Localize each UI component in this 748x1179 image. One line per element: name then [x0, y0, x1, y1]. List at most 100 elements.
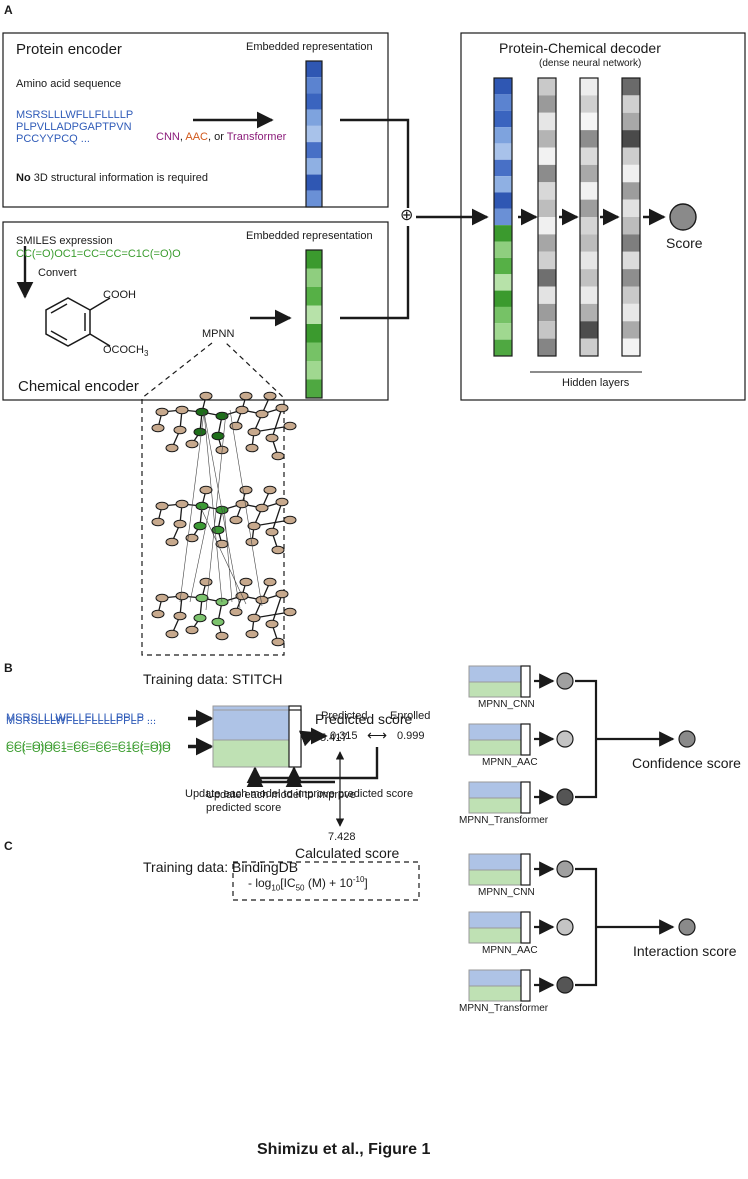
mpnn-inter-link-6 — [223, 505, 233, 603]
mpnn-l3-node-21 — [199, 577, 213, 587]
mpnn-inter-link-5 — [189, 505, 211, 603]
protein-vec-cell-7 — [306, 158, 322, 175]
hidden3-cell-4 — [622, 130, 640, 148]
panel-b-predicted-label: Predicted — [321, 710, 368, 722]
mpnn-l3-node-10 — [193, 613, 207, 623]
mpnn-l1-node-8 — [151, 423, 165, 433]
chemical-vec-cell-3 — [306, 287, 322, 306]
mpnn-l3-node-3 — [195, 593, 209, 603]
mpnn-l1-node-13 — [247, 427, 261, 437]
mpnn-l2-node-22 — [239, 485, 253, 495]
hidden2-frame — [579, 77, 599, 357]
b-model-1-chemical-block — [468, 681, 522, 698]
panel-b-model-label-cnn: MPNN_CNN — [478, 699, 535, 710]
hidden1-cell-14 — [538, 303, 556, 322]
panel-c-predicted-value: 5.417 — [320, 732, 348, 744]
chemical-vec-cell-6 — [306, 342, 322, 361]
hidden1-cell-15 — [538, 321, 556, 339]
hidden1-cell-9 — [538, 217, 556, 235]
mpnn-l2-node-17 — [185, 533, 199, 543]
hidden3-cell-11 — [622, 251, 640, 270]
protein-seq-line-1: MSRSLLLWFLLFLLLLP — [16, 109, 134, 121]
convert-label: Convert — [38, 267, 77, 279]
b-model-3-output-node — [556, 788, 574, 806]
hidden2-cell-14 — [580, 303, 598, 322]
concat-vec-cell-15 — [494, 306, 512, 324]
panel-c-update-line-2: predicted score — [206, 802, 282, 814]
panel-b-model-ensemble — [468, 665, 696, 814]
mpnn-l2-node-14 — [265, 527, 279, 537]
figure-caption: Shimizu et al., Figure 1 — [257, 1141, 431, 1158]
hidden1-cell-7 — [538, 182, 556, 200]
mpnn-l1-node-21 — [199, 391, 213, 401]
panel-b-model-label-aac: MPNN_AAC — [482, 757, 538, 768]
chemical-vec-cell-4 — [306, 305, 322, 324]
mpnn-l3-node-7 — [275, 589, 289, 599]
protein-vec-cell-1 — [306, 61, 322, 78]
mpnn-l3-node-6 — [255, 595, 269, 605]
mpnn-l1-node-9 — [173, 425, 187, 435]
b-model-2-output-node — [556, 730, 574, 748]
concat-vec-cell-4 — [494, 127, 512, 144]
c-model-2-chemical-block — [468, 927, 522, 944]
ococh3-sub: 3 — [143, 349, 149, 359]
hidden-layer-2 — [579, 77, 599, 357]
mpnn-l3-node-22 — [239, 577, 253, 587]
mpnn-l3-node-18 — [215, 631, 229, 641]
hidden2-cell-13 — [580, 286, 598, 304]
b-model-2-output-block — [520, 723, 531, 756]
mpnn-l2-node-13 — [247, 521, 261, 531]
mpnn-l3-node-8 — [151, 609, 165, 619]
amino-acid-label: Amino acid sequence — [16, 78, 122, 90]
hidden3-cell-8 — [622, 199, 640, 217]
mpnn-l2-node-21 — [199, 485, 213, 495]
smiles-label: SMILES expression — [16, 235, 113, 247]
panel-c-model-label-cnn: MPNN_CNN — [478, 887, 535, 898]
mpnn-l1-node-19 — [245, 443, 259, 453]
hidden1-cell-1 — [538, 78, 556, 96]
concat-vec-frame — [493, 77, 513, 357]
hidden2-cell-9 — [580, 217, 598, 235]
formula-sub-2: 50 — [295, 883, 305, 893]
mpnn-l1-node-7 — [275, 403, 289, 413]
combine-operator: ⊕ — [400, 207, 414, 224]
chemical-vec-cell-8 — [306, 379, 322, 398]
panel-b-training-title: Training data: STITCH — [143, 671, 283, 687]
b-result-node — [678, 730, 696, 748]
encoder-methods: CNN, AAC, or Transformer — [156, 132, 286, 143]
panel-c-model-ensemble — [468, 853, 696, 1002]
mpnn-l2-node-8 — [151, 517, 165, 527]
hidden1-cell-8 — [538, 199, 556, 217]
hidden2-cell-5 — [580, 147, 598, 165]
structure-note-bold: No — [16, 172, 31, 184]
hidden-layer-1 — [537, 77, 557, 357]
formula-sup-3: -10 — [352, 875, 365, 884]
mpnn-l2-node-9 — [173, 519, 187, 529]
panel-c-feedback-path — [246, 770, 335, 788]
mpnn-l1-node-16 — [165, 443, 179, 453]
panel-b-model-label-transformer: MPNN_Transformer — [459, 815, 549, 826]
hidden1-cell-13 — [538, 286, 556, 304]
chemical-vec-cell-1 — [306, 250, 322, 269]
hidden1-frame — [537, 77, 557, 357]
hidden3-cell-6 — [622, 164, 640, 183]
concat-vec-cell-8 — [494, 192, 512, 209]
panel-b-compare-arrow: ⟷ — [367, 727, 388, 743]
panel-b-enrolled-label: Enrolled — [390, 710, 431, 722]
protein-vec-cell-9 — [306, 190, 322, 207]
score-node — [669, 203, 697, 231]
mpnn-inter-link-2 — [203, 411, 223, 603]
c-model-3-output-node — [556, 976, 574, 994]
b-model-1-output-node — [556, 672, 574, 690]
method-aac: AAC — [185, 131, 208, 143]
mpnn-l3-node-14 — [265, 619, 279, 629]
method-transformer: Transformer — [226, 131, 287, 143]
protein-vec-cell-5 — [306, 125, 322, 143]
concat-vec-cell-7 — [494, 176, 512, 193]
mpnn-l1-node-10 — [193, 427, 207, 437]
hidden1-cell-10 — [538, 234, 556, 252]
mpnn-l1-node-23 — [263, 391, 277, 401]
mpnn-l3-node-15 — [283, 607, 297, 617]
hidden1-cell-2 — [538, 95, 556, 113]
